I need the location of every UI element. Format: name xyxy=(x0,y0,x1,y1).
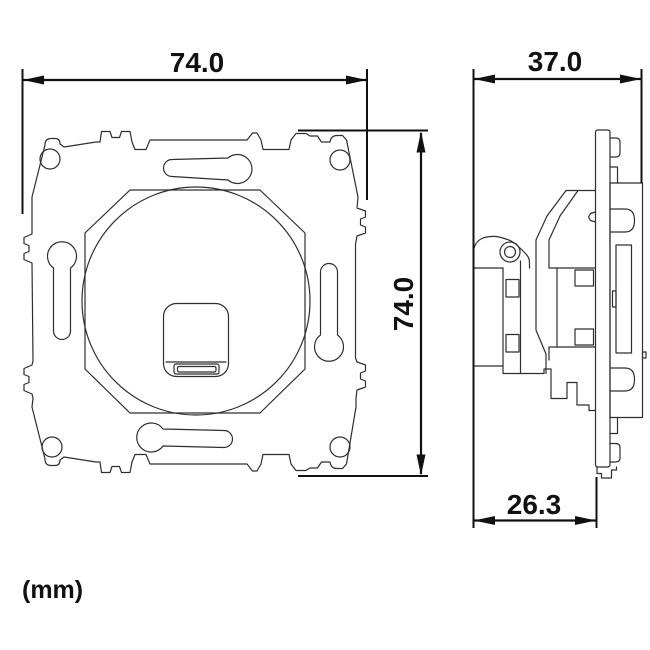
dimension-label-front-height: 74.0 xyxy=(388,277,419,332)
arrowhead-down xyxy=(416,454,426,476)
rear-right-nub xyxy=(641,351,647,359)
screw-hole-top-left xyxy=(39,148,61,170)
fixing-slot-bottom xyxy=(136,422,234,453)
screw-hole-bottom-right xyxy=(329,436,351,458)
dimension-label-side-depth: 26.3 xyxy=(507,489,562,520)
boss-clip-lower xyxy=(574,328,595,346)
mech-clamp-upper xyxy=(505,278,520,298)
boss-clip-upper xyxy=(574,269,595,287)
fixing-slot-left xyxy=(46,241,78,341)
dimension-label-side-width: 37.0 xyxy=(528,46,583,77)
arrowhead-right xyxy=(346,75,367,85)
rear-top-step xyxy=(609,166,619,184)
arrowhead-right xyxy=(575,516,596,525)
mech-clamp-lower xyxy=(505,333,520,353)
arrowhead-left xyxy=(474,516,495,525)
arm-inner-edge xyxy=(548,189,579,269)
jack-slot-inner xyxy=(176,365,217,373)
dimension-front-width: 74.0 xyxy=(21,47,368,214)
screw-hole-bottom-left xyxy=(41,436,63,458)
arrowhead-right xyxy=(620,74,641,84)
mech-hump xyxy=(472,235,531,269)
mech-claw-foot xyxy=(502,365,597,412)
front-view xyxy=(23,130,367,474)
screw-hole-top-right xyxy=(329,149,351,171)
rear-bottom-step xyxy=(609,416,619,435)
arrowhead-left xyxy=(23,75,44,85)
jack-slot-outer xyxy=(173,363,220,375)
arrowhead-left xyxy=(474,74,495,84)
octagon-support xyxy=(84,189,306,414)
fixing-slot-right xyxy=(313,262,345,362)
rear-inner-block xyxy=(615,244,633,354)
rear-ear-top xyxy=(609,208,636,233)
rear-inner-bump xyxy=(611,290,617,308)
dimension-label-front-width: 74.0 xyxy=(170,47,225,78)
side-faceplate-foot xyxy=(596,466,618,479)
dimension-front-height: 74.0 xyxy=(298,129,428,477)
fixing-slot-top xyxy=(162,153,253,185)
round-cover xyxy=(81,186,311,416)
jack-cover xyxy=(162,302,230,378)
dimension-side-width: 37.0 xyxy=(472,46,643,528)
mech-screw-inner xyxy=(503,245,517,259)
rear-bottom-foot xyxy=(609,442,621,463)
rear-top-foot xyxy=(609,137,621,158)
side-view xyxy=(472,129,647,479)
side-faceplate-bump xyxy=(587,211,597,223)
dimension-side-depth: 26.3 xyxy=(474,477,598,528)
arrowhead-up xyxy=(416,131,426,153)
rear-support-plate xyxy=(609,182,644,419)
mech-screw-outer xyxy=(499,241,521,263)
unit-label: (mm) xyxy=(22,576,83,604)
rear-ear-bottom xyxy=(609,367,636,392)
front-frame-outline xyxy=(23,130,367,474)
side-faceplate xyxy=(594,129,611,468)
arm-outer-edge xyxy=(535,189,567,375)
